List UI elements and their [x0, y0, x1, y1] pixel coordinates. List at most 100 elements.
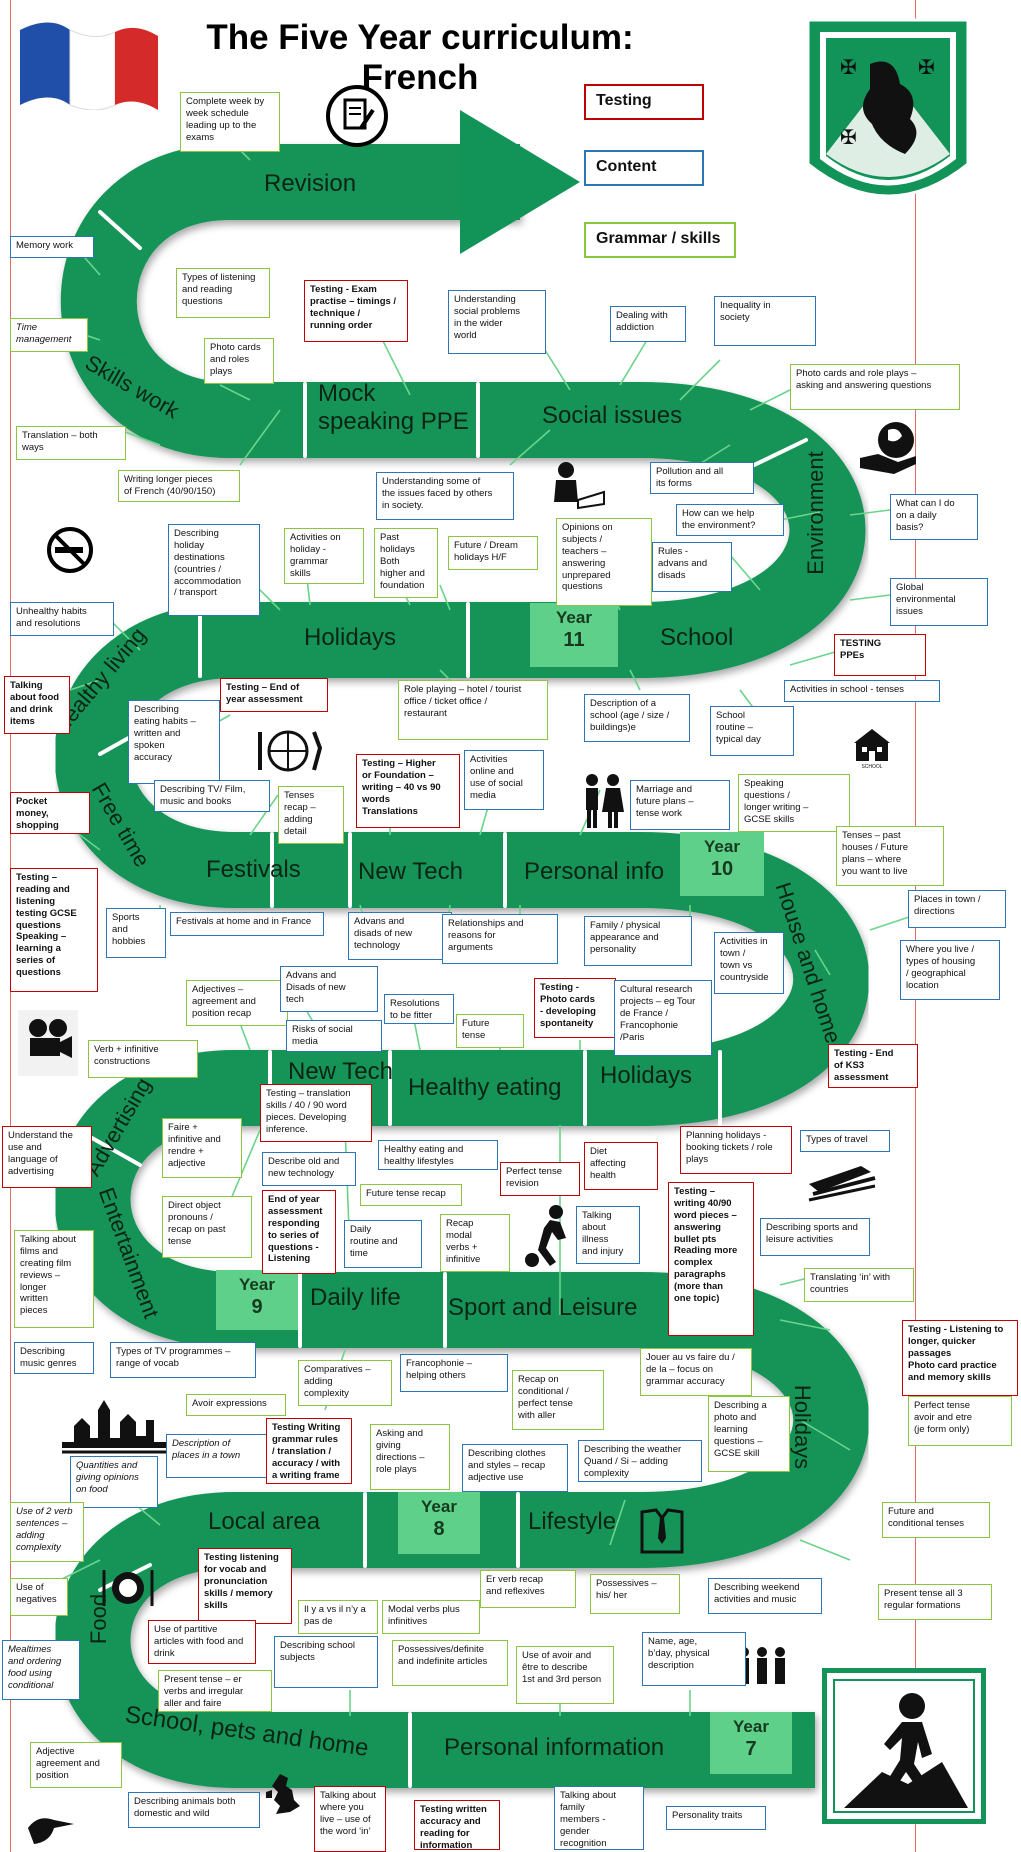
- content-box: Memory work: [10, 236, 94, 258]
- grammar-skills-box: Translation – both ways: [16, 426, 126, 460]
- content-box: Francophonie – helping others: [400, 1354, 508, 1392]
- testing-box: Talking about where you live – use of th…: [314, 1786, 386, 1852]
- year-badge-number: 7: [745, 1738, 757, 1760]
- year-badge-7: Year 7: [710, 1712, 792, 1774]
- french-flag: [20, 22, 158, 110]
- grammar-skills-box: Possessives – his/ her: [590, 1574, 680, 1614]
- grammar-skills-box: Adjectives – agreement and position reca…: [186, 980, 288, 1026]
- testing-box: Use of partitive articles with food and …: [148, 1620, 256, 1664]
- road-label-festivals: Festivals: [206, 856, 301, 883]
- testing-box: Perfect tense revision: [500, 1162, 580, 1196]
- content-box: Describing weekend activities and music: [708, 1578, 822, 1614]
- grammar-skills-box: Er verb recap and reflexives: [480, 1570, 576, 1608]
- content-box: Quantities and giving opinions on food: [70, 1456, 158, 1508]
- year-badge-label: Year: [733, 1717, 769, 1736]
- grammar-skills-box: Speaking questions / longer writing – GC…: [738, 774, 850, 832]
- grammar-skills-box: Faire + infinitive and rendre + adjectiv…: [162, 1118, 242, 1178]
- road-label-holidays-y9: Holidays: [600, 1062, 693, 1089]
- content-box: Describing clothes and styles – recap ad…: [462, 1444, 568, 1492]
- couple-icon: [586, 774, 624, 828]
- testing-box: Testing – translation skills / 40 / 90 w…: [260, 1084, 372, 1142]
- testing-box: Pocket money, shopping: [10, 792, 90, 834]
- content-box: Inequality in society: [714, 296, 816, 346]
- road-label-healthy-eating: Healthy eating: [408, 1074, 562, 1101]
- grammar-skills-box: Adjective agreement and position: [30, 1742, 122, 1788]
- train-icon: [808, 1166, 876, 1202]
- road-label-new-tech-y9: New Tech: [288, 1058, 393, 1085]
- content-box: Describing sports and leisure activities: [760, 1218, 870, 1256]
- grammar-skills-box: Avoir expressions: [186, 1394, 286, 1416]
- svg-text:✠: ✠: [918, 57, 935, 79]
- grammar-skills-box: Time management: [10, 318, 88, 352]
- grammar-skills-box: Possessives/definite and indefinite arti…: [392, 1640, 508, 1686]
- content-box: Understanding some of the issues faced b…: [376, 472, 514, 520]
- content-box: Pollution and all its forms: [650, 462, 754, 494]
- content-box: Advans and Disads of new tech: [280, 966, 378, 1012]
- road-label-personal-information: Personal information: [444, 1734, 665, 1761]
- content-box: How can we help the environment?: [676, 504, 784, 536]
- content-box: Rules - advans and disads: [652, 542, 732, 592]
- content-box: Activities in school - tenses: [784, 680, 940, 702]
- content-box: Unhealthy habits and resolutions: [10, 602, 114, 636]
- film-camera-icon: [18, 1010, 78, 1076]
- school-crest: ✠✠✠: [806, 18, 970, 198]
- testing-box: TESTING PPEs: [834, 634, 926, 676]
- grammar-skills-box: Use of negatives: [10, 1578, 68, 1616]
- grammar-skills-box: Complete week by week schedule leading u…: [180, 92, 280, 152]
- grammar-skills-box: Use of avoir and être to describe 1st an…: [516, 1646, 614, 1704]
- year-badge-label: Year: [556, 608, 592, 627]
- content-box: Understanding social problems in the wid…: [448, 290, 546, 354]
- content-box: Describing music genres: [14, 1342, 94, 1374]
- content-box: Name, age, b’day, physical description: [642, 1632, 746, 1686]
- grammar-skills-box: Comparatives – adding complexity: [298, 1360, 392, 1406]
- road-label-food: Food: [86, 1593, 112, 1645]
- testing-box: Testing - Listening to longer, quicker p…: [902, 1320, 1018, 1396]
- grammar-skills-box: Role playing – hotel / tourist office / …: [398, 680, 548, 740]
- testing-box: Testing written accuracy and reading for…: [414, 1800, 500, 1850]
- testing-box: End of year assessment responding to ser…: [262, 1190, 336, 1274]
- content-box: Describing animals both domestic and wil…: [128, 1792, 260, 1828]
- testing-box: Planning holidays - booking tickets / ro…: [680, 1126, 792, 1174]
- content-box: Places in town / directions: [908, 890, 1006, 928]
- content-box: Describing holiday destinations (countri…: [168, 524, 260, 616]
- content-box: Global environmental issues: [890, 578, 988, 626]
- content-box: Advans and disads of new technology: [348, 912, 452, 960]
- year-badge-number: 9: [251, 1296, 263, 1318]
- person-reading-icon: [554, 462, 605, 510]
- content-box: Personality traits: [666, 1806, 766, 1830]
- grammar-skills-box: Future tense recap: [360, 1184, 462, 1206]
- grammar-skills-box: Modal verbs plus infinitives: [382, 1600, 480, 1634]
- content-box: Describing school subjects: [274, 1636, 378, 1688]
- testing-box: Testing - End of KS3 assessment: [828, 1044, 918, 1088]
- content-box: Risks of social media: [286, 1020, 382, 1052]
- uk-map-icon: [266, 1774, 300, 1814]
- grammar-skills-box: Future / Dream holidays H/F: [448, 536, 538, 570]
- road-label-school: School: [660, 624, 734, 651]
- year-badge-label: Year: [421, 1497, 457, 1516]
- testing-box: Testing – Higher or Foundation – writing…: [356, 754, 460, 828]
- grammar-skills-box: Tenses recap – adding detail: [278, 786, 344, 844]
- content-box: Types of TV programmes – range of vocab: [110, 1342, 256, 1378]
- legend-testing: Testing: [584, 84, 704, 120]
- grammar-skills-box: Photo cards and roles plays: [204, 338, 274, 384]
- content-box: Describing TV/ Film, music and books: [154, 780, 270, 812]
- content-box: Activities in town / town vs countryside: [714, 932, 784, 994]
- content-box: Activities online and use of social medi…: [464, 750, 544, 810]
- road-label-sport-leisure: Sport and Leisure: [448, 1294, 638, 1321]
- content-box: Relationships and reasons for arguments: [442, 914, 558, 964]
- svg-text:✠: ✠: [840, 127, 857, 149]
- content-box: School routine – typical day: [710, 706, 794, 756]
- grammar-skills-box: Direct object pronouns / recap on past t…: [162, 1196, 252, 1258]
- content-box: Where you live / types of housing / geog…: [900, 940, 1000, 1000]
- grammar-skills-box: Verb + infinitive constructions: [88, 1040, 198, 1078]
- content-box: Describe old and new technology: [262, 1152, 356, 1186]
- grammar-skills-box: Jouer au vs faire du / de la – focus on …: [640, 1348, 752, 1396]
- testing-box: Testing - Photo cards - developing spont…: [534, 978, 616, 1038]
- road-label-holidays-y11: Holidays: [304, 624, 397, 651]
- grammar-skills-box: Writing longer pieces of French (40/90/1…: [118, 470, 240, 502]
- content-box: What can I do on a daily basis?: [890, 494, 978, 540]
- content-box: Resolutions to be fitter: [384, 994, 454, 1024]
- document-pen-icon: [326, 85, 388, 147]
